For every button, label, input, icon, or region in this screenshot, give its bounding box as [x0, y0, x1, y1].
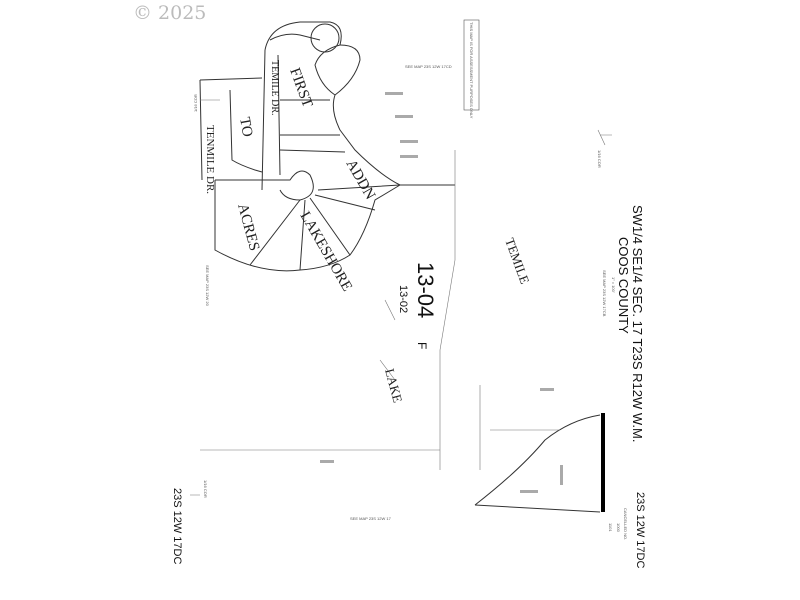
cancelled-label: CANCELLED NO. — [623, 508, 628, 540]
subdivision-label-to: TO — [236, 116, 255, 138]
corner-label: 1/16 COR — [203, 480, 208, 498]
map-scale: 1" = 100' — [611, 277, 616, 293]
dimension-notes — [320, 92, 563, 493]
title-line-2: COOS COUNTY — [616, 237, 631, 334]
parcel-lines — [190, 21, 612, 513]
map-id-left: 23S 12W 17DC — [171, 488, 183, 564]
map-subnumber: 13-02 — [397, 285, 409, 313]
corner-label: 1/16 COR — [597, 150, 602, 168]
see-map-top: SEE MAP 23S 12W 17CD — [405, 64, 452, 69]
cancelled-number-1: 1000 — [616, 523, 621, 533]
copyright-watermark: © 2025 — [133, 2, 207, 24]
street-label-lake: LAKE — [382, 367, 405, 404]
see-map-left: SEE MAP 23S 12W 20 — [205, 265, 210, 307]
see-map-title: SEE MAP 23S 12W 17CB — [602, 270, 607, 317]
map-number-suffix: F — [415, 342, 429, 349]
map-number: 13-04 — [413, 262, 438, 318]
stamp-box — [463, 19, 480, 111]
see-map-bottom: SEE MAP 23S 12W 17 — [350, 516, 392, 521]
corner-label: 1/16 COR — [193, 94, 198, 112]
street-label-temile: TEMILE — [502, 236, 532, 286]
side-stamp: THIS MAP IS FOR ASSESSMENT PURPOSES ONLY — [469, 22, 474, 119]
subdivision-label-lakeshore: LAKESHORE — [297, 209, 355, 294]
street-label-temile-dr: TEMILE DR. — [269, 60, 280, 116]
subdivision-label-addn: ADDN — [343, 157, 379, 203]
title-line-1: SW1/4 SE1/4 SEC. 17 T23S R12W W.M. — [630, 205, 645, 442]
subdivision-label-acres: ACRES — [234, 202, 262, 253]
cancelled-number-2: 1101 — [608, 523, 613, 532]
map-id-right: 23S 12W 17DC — [634, 492, 646, 568]
subdivision-label-first: FIRST — [286, 66, 315, 110]
street-label-tenmile-dr: TENMILE DR. — [204, 125, 216, 194]
